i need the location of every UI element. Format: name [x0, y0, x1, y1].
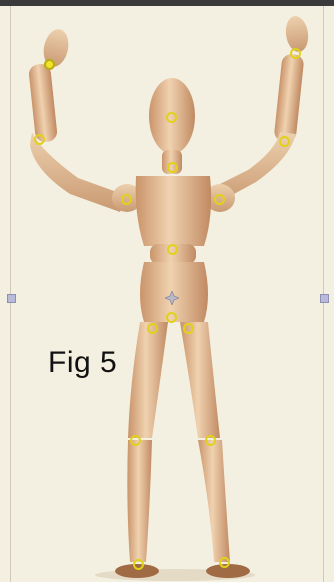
joint-neck[interactable] [167, 162, 178, 173]
figure-caption: Fig 5 [48, 346, 117, 380]
torso [136, 176, 211, 246]
joint-right-ankle[interactable] [219, 557, 230, 568]
selection-handle-icon[interactable] [7, 294, 16, 303]
joint-right-knee[interactable] [205, 435, 216, 446]
joint-right-shoulder[interactable] [214, 194, 225, 205]
joint-left-wrist[interactable] [44, 59, 55, 70]
joint-hip-center[interactable] [166, 312, 177, 323]
joint-left-elbow[interactable] [34, 134, 45, 145]
joint-right-hip[interactable] [183, 323, 194, 334]
joint-right-elbow[interactable] [279, 136, 290, 147]
joint-left-hip[interactable] [147, 323, 158, 334]
joint-left-shoulder[interactable] [121, 194, 132, 205]
joint-left-ankle[interactable] [133, 559, 144, 570]
pivot-icon[interactable] [165, 291, 179, 305]
right-shin [198, 440, 230, 562]
joint-right-wrist[interactable] [290, 48, 301, 59]
joint-head[interactable] [166, 112, 177, 123]
selection-handle-icon[interactable] [320, 294, 329, 303]
left-forearm [28, 63, 58, 143]
left-thigh [128, 322, 168, 438]
right-forearm [273, 53, 304, 143]
right-thigh [180, 322, 220, 438]
joint-left-knee[interactable] [130, 435, 141, 446]
joint-waist[interactable] [167, 244, 178, 255]
left-shin [127, 440, 152, 562]
